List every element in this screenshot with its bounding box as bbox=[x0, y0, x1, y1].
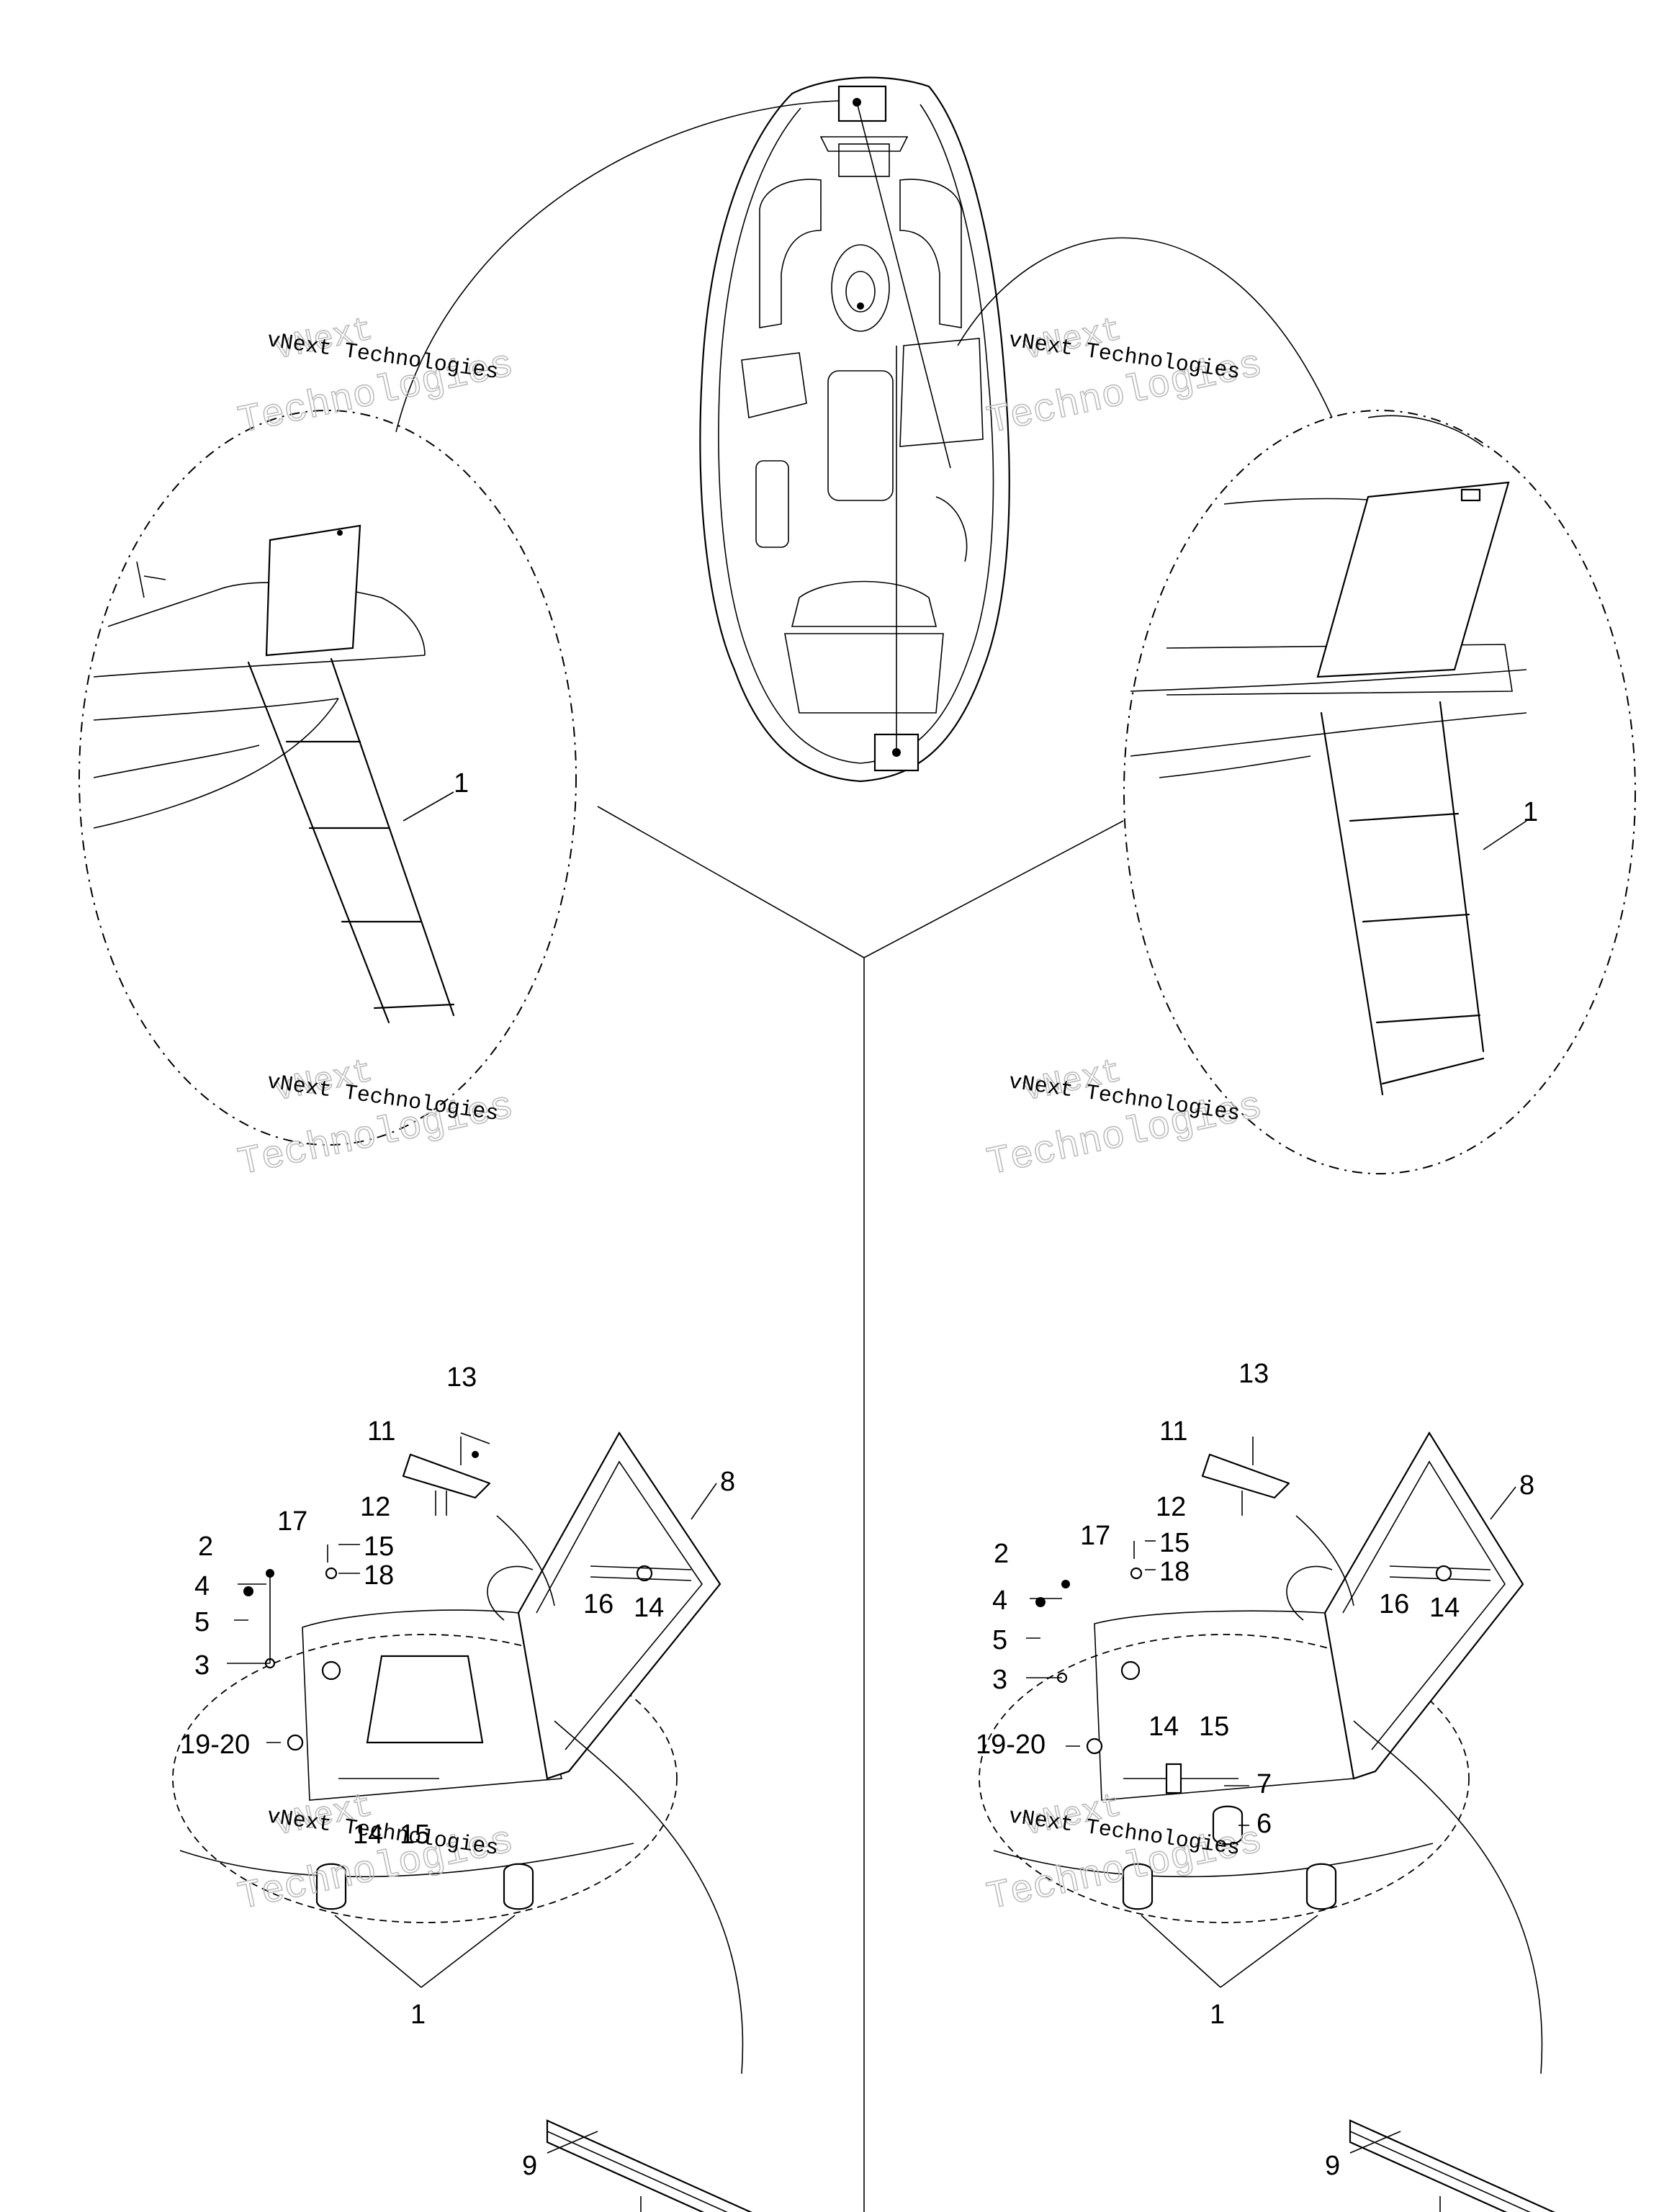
callout-2-left: 2 bbox=[198, 1532, 213, 1562]
bow-hatch bbox=[837, 85, 887, 122]
callout-19-20-right: 19-20 bbox=[976, 1730, 1046, 1760]
separator-right bbox=[863, 820, 1124, 958]
callout-19-20-left: 19-20 bbox=[180, 1730, 250, 1760]
callout-16-right: 16 bbox=[1379, 1589, 1409, 1619]
callout-1-left-bottom: 1 bbox=[410, 2000, 426, 2030]
callout-5-left: 5 bbox=[194, 1607, 210, 1637]
callout-6-right: 6 bbox=[1256, 1809, 1272, 1839]
callout-1-left-top: 1 bbox=[454, 768, 469, 799]
callout-15-left-b: 15 bbox=[400, 1820, 430, 1850]
callout-12-right: 12 bbox=[1156, 1492, 1186, 1522]
callout-leaders bbox=[227, 1432, 1516, 2154]
left-exploded-view bbox=[172, 1431, 752, 2212]
callout-14-left-a: 14 bbox=[634, 1593, 664, 1623]
callout-7-right: 7 bbox=[1256, 1769, 1272, 1799]
callout-16-left: 16 bbox=[583, 1589, 613, 1619]
callout-8-right: 8 bbox=[1519, 1470, 1534, 1501]
callout-18-right: 18 bbox=[1159, 1557, 1190, 1587]
callout-14-right-a: 14 bbox=[1429, 1593, 1460, 1623]
callout-9-left: 9 bbox=[522, 2151, 537, 2181]
separator-left bbox=[597, 806, 865, 958]
callout-9-right: 9 bbox=[1325, 2151, 1340, 2181]
callout-2-right: 2 bbox=[994, 1539, 1009, 1569]
leader-arc-left bbox=[395, 100, 840, 433]
callout-5-right: 5 bbox=[992, 1625, 1007, 1655]
callout-13-right: 13 bbox=[1238, 1359, 1269, 1389]
callout-17-right: 17 bbox=[1080, 1521, 1110, 1551]
callout-17-left: 17 bbox=[277, 1506, 307, 1537]
callout-11-left: 11 bbox=[367, 1416, 395, 1447]
callout-14-right-b: 14 bbox=[1148, 1712, 1179, 1742]
left-ladder-detail bbox=[78, 410, 577, 1146]
callout-15-right-a: 15 bbox=[1159, 1528, 1190, 1558]
right-exploded-view bbox=[979, 1431, 1555, 2212]
callout-4-left: 4 bbox=[194, 1571, 210, 1601]
callout-13-left: 13 bbox=[446, 1362, 477, 1393]
right-ladder-detail bbox=[1123, 410, 1636, 1174]
callout-3-left: 3 bbox=[194, 1650, 210, 1681]
callout-18-left: 18 bbox=[364, 1560, 394, 1591]
boat-top-view bbox=[699, 76, 1010, 783]
callout-1-right-bottom: 1 bbox=[1210, 2000, 1225, 2030]
callout-15-left-a: 15 bbox=[364, 1532, 394, 1562]
callout-1-right-top: 1 bbox=[1523, 797, 1538, 827]
callout-15-right-b: 15 bbox=[1199, 1712, 1229, 1742]
callout-3-right: 3 bbox=[992, 1665, 1007, 1695]
callout-12-left: 12 bbox=[360, 1492, 390, 1522]
callout-11-right: 11 bbox=[1159, 1416, 1187, 1447]
callout-4-right: 4 bbox=[992, 1586, 1007, 1616]
callout-8-left: 8 bbox=[720, 1467, 735, 1497]
leader-arc-right bbox=[957, 237, 1333, 418]
callout-14-left-b: 14 bbox=[353, 1820, 383, 1850]
